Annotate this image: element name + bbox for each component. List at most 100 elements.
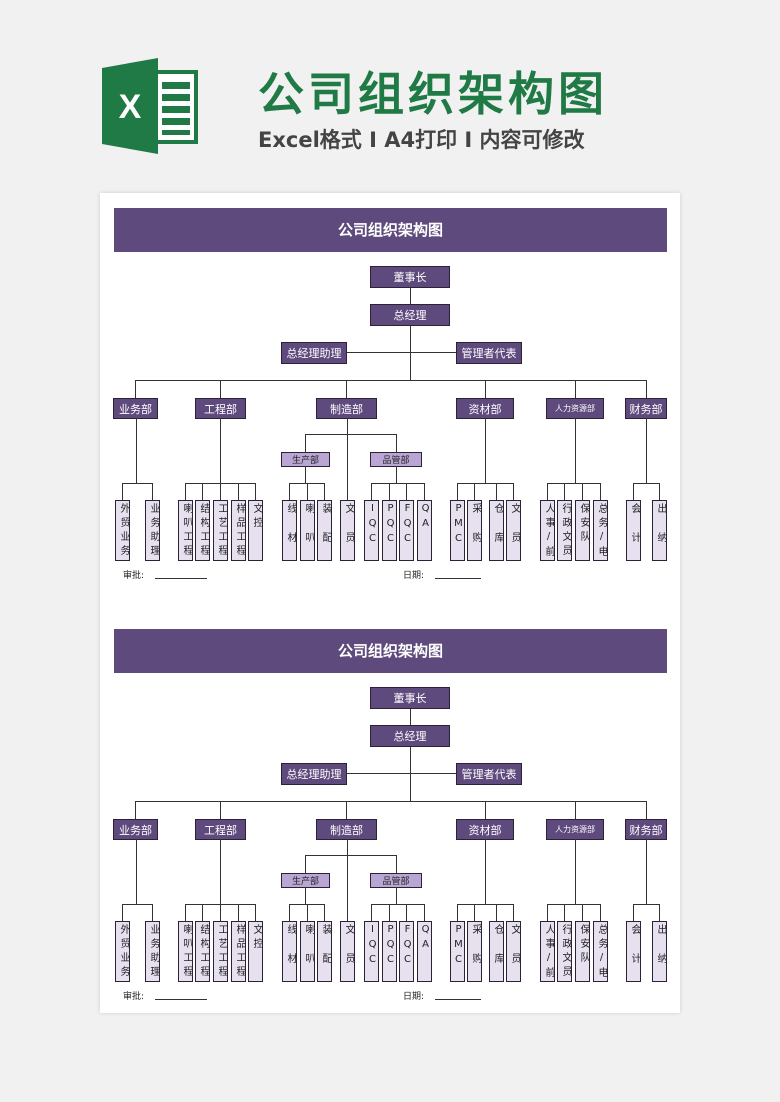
connector-line — [289, 483, 290, 500]
leaf-box: 样品工程 — [231, 921, 246, 982]
connector-line — [220, 380, 221, 398]
leaf-box: 文 员 — [340, 500, 355, 561]
connector-line — [646, 418, 647, 483]
connector-line — [135, 380, 136, 398]
connector-line — [305, 855, 397, 856]
mgmt-rep-box: 管理者代表 — [456, 763, 522, 785]
leaf-box: IQC — [364, 921, 379, 982]
page-title: 公司组织架构图 — [258, 67, 608, 121]
leaf-box: 业务助理 — [145, 500, 160, 561]
leaf-box: 喇 叭 — [300, 921, 315, 982]
connector-line — [396, 887, 397, 904]
connector-line — [371, 904, 372, 921]
connector-line — [582, 483, 583, 500]
subdept-box: 生产部 — [281, 452, 330, 467]
connector-line — [238, 904, 239, 921]
connector-line — [122, 904, 153, 905]
connector-line — [513, 904, 514, 921]
connector-line — [424, 904, 425, 921]
approve-signature-line — [155, 998, 207, 1000]
connector-line — [152, 483, 153, 500]
leaf-box: 装 配 — [317, 500, 332, 561]
leaf-box: IQC — [364, 500, 379, 561]
connector-line — [305, 855, 306, 873]
connector-line — [347, 419, 348, 500]
connector-line — [324, 904, 325, 921]
leaf-box: 样品工程 — [231, 500, 246, 561]
connector-line — [575, 418, 576, 483]
leaf-box: QA — [417, 500, 432, 561]
connector-line — [406, 904, 407, 921]
leaf-box: 采 购 — [467, 500, 482, 561]
connector-line — [633, 904, 660, 905]
date-signature-line — [435, 998, 481, 1000]
logo-letter: X — [119, 88, 142, 126]
connector-line — [371, 483, 425, 484]
leaf-box: 外贸业务 — [115, 500, 130, 561]
connector-line — [220, 418, 221, 483]
leaf-box: FQC — [399, 500, 414, 561]
leaf-box: 人事/前 — [540, 500, 555, 561]
connector-line — [485, 418, 486, 483]
subdept-box: 生产部 — [281, 873, 330, 888]
connector-line — [659, 483, 660, 500]
date-label: 日期: — [403, 571, 425, 581]
connector-line — [396, 466, 397, 483]
leaf-box: 文 员 — [506, 921, 521, 982]
leaf-box: 保安队 — [575, 500, 590, 561]
leaf-box: 会 计 — [626, 500, 641, 561]
connector-line — [474, 483, 475, 500]
connector-line — [122, 483, 123, 500]
leaf-box: QA — [417, 921, 432, 982]
leaf-box: 会 计 — [626, 921, 641, 982]
date-signature-line — [435, 577, 481, 579]
leaf-box: 仓 库 — [489, 921, 504, 982]
connector-line — [564, 483, 565, 500]
connector-line — [255, 483, 256, 500]
connector-line — [152, 904, 153, 921]
connector-line — [389, 904, 390, 921]
leaf-box: 结构工程 — [195, 921, 210, 982]
dept-box: 财务部 — [625, 819, 667, 840]
connector-line — [547, 904, 548, 921]
connector-line — [547, 483, 548, 500]
sheet-title-bar: 公司组织架构图 — [114, 629, 667, 673]
connector-line — [202, 483, 203, 500]
leaf-box: 喇叭工程 — [178, 921, 193, 982]
connector-line — [305, 434, 306, 452]
connector-line — [646, 839, 647, 904]
connector-line — [474, 904, 475, 921]
mgmt-rep-box: 管理者代表 — [456, 342, 522, 364]
dept-box: 资材部 — [456, 398, 514, 419]
leaf-box: 总务/电 — [593, 921, 608, 982]
leaf-box: 喇叭工程 — [178, 500, 193, 561]
dept-box: 业务部 — [113, 819, 158, 840]
leaf-box: 文 员 — [340, 921, 355, 982]
leaf-box: FQC — [399, 921, 414, 982]
connector-line — [496, 904, 497, 921]
leaf-box: 仓 库 — [489, 500, 504, 561]
connector-line — [457, 483, 514, 484]
leaf-box: 文控 — [248, 500, 263, 561]
connector-line — [136, 801, 647, 802]
connector-line — [389, 483, 390, 500]
connector-line — [396, 855, 397, 873]
dept-box: 人力资源部 — [546, 819, 604, 840]
leaf-box: 喇 叭 — [300, 500, 315, 561]
connector-line — [346, 801, 347, 819]
leaf-box: 外贸业务 — [115, 921, 130, 982]
connector-line — [136, 418, 137, 483]
connector-line — [575, 380, 576, 398]
gm-assistant-box: 总经理助理 — [281, 342, 347, 364]
connector-line — [122, 483, 153, 484]
connector-line — [410, 326, 411, 380]
excel-logo-icon: X — [100, 58, 200, 154]
sheet-title-bar: 公司组织架构图 — [114, 208, 667, 252]
connector-line — [396, 434, 397, 452]
connector-line — [410, 747, 411, 801]
connector-line — [305, 466, 306, 483]
dept-box: 工程部 — [195, 819, 246, 840]
leaf-box: 总务/电 — [593, 500, 608, 561]
leaf-box: 文 员 — [506, 500, 521, 561]
subdept-box: 品管部 — [370, 452, 422, 467]
